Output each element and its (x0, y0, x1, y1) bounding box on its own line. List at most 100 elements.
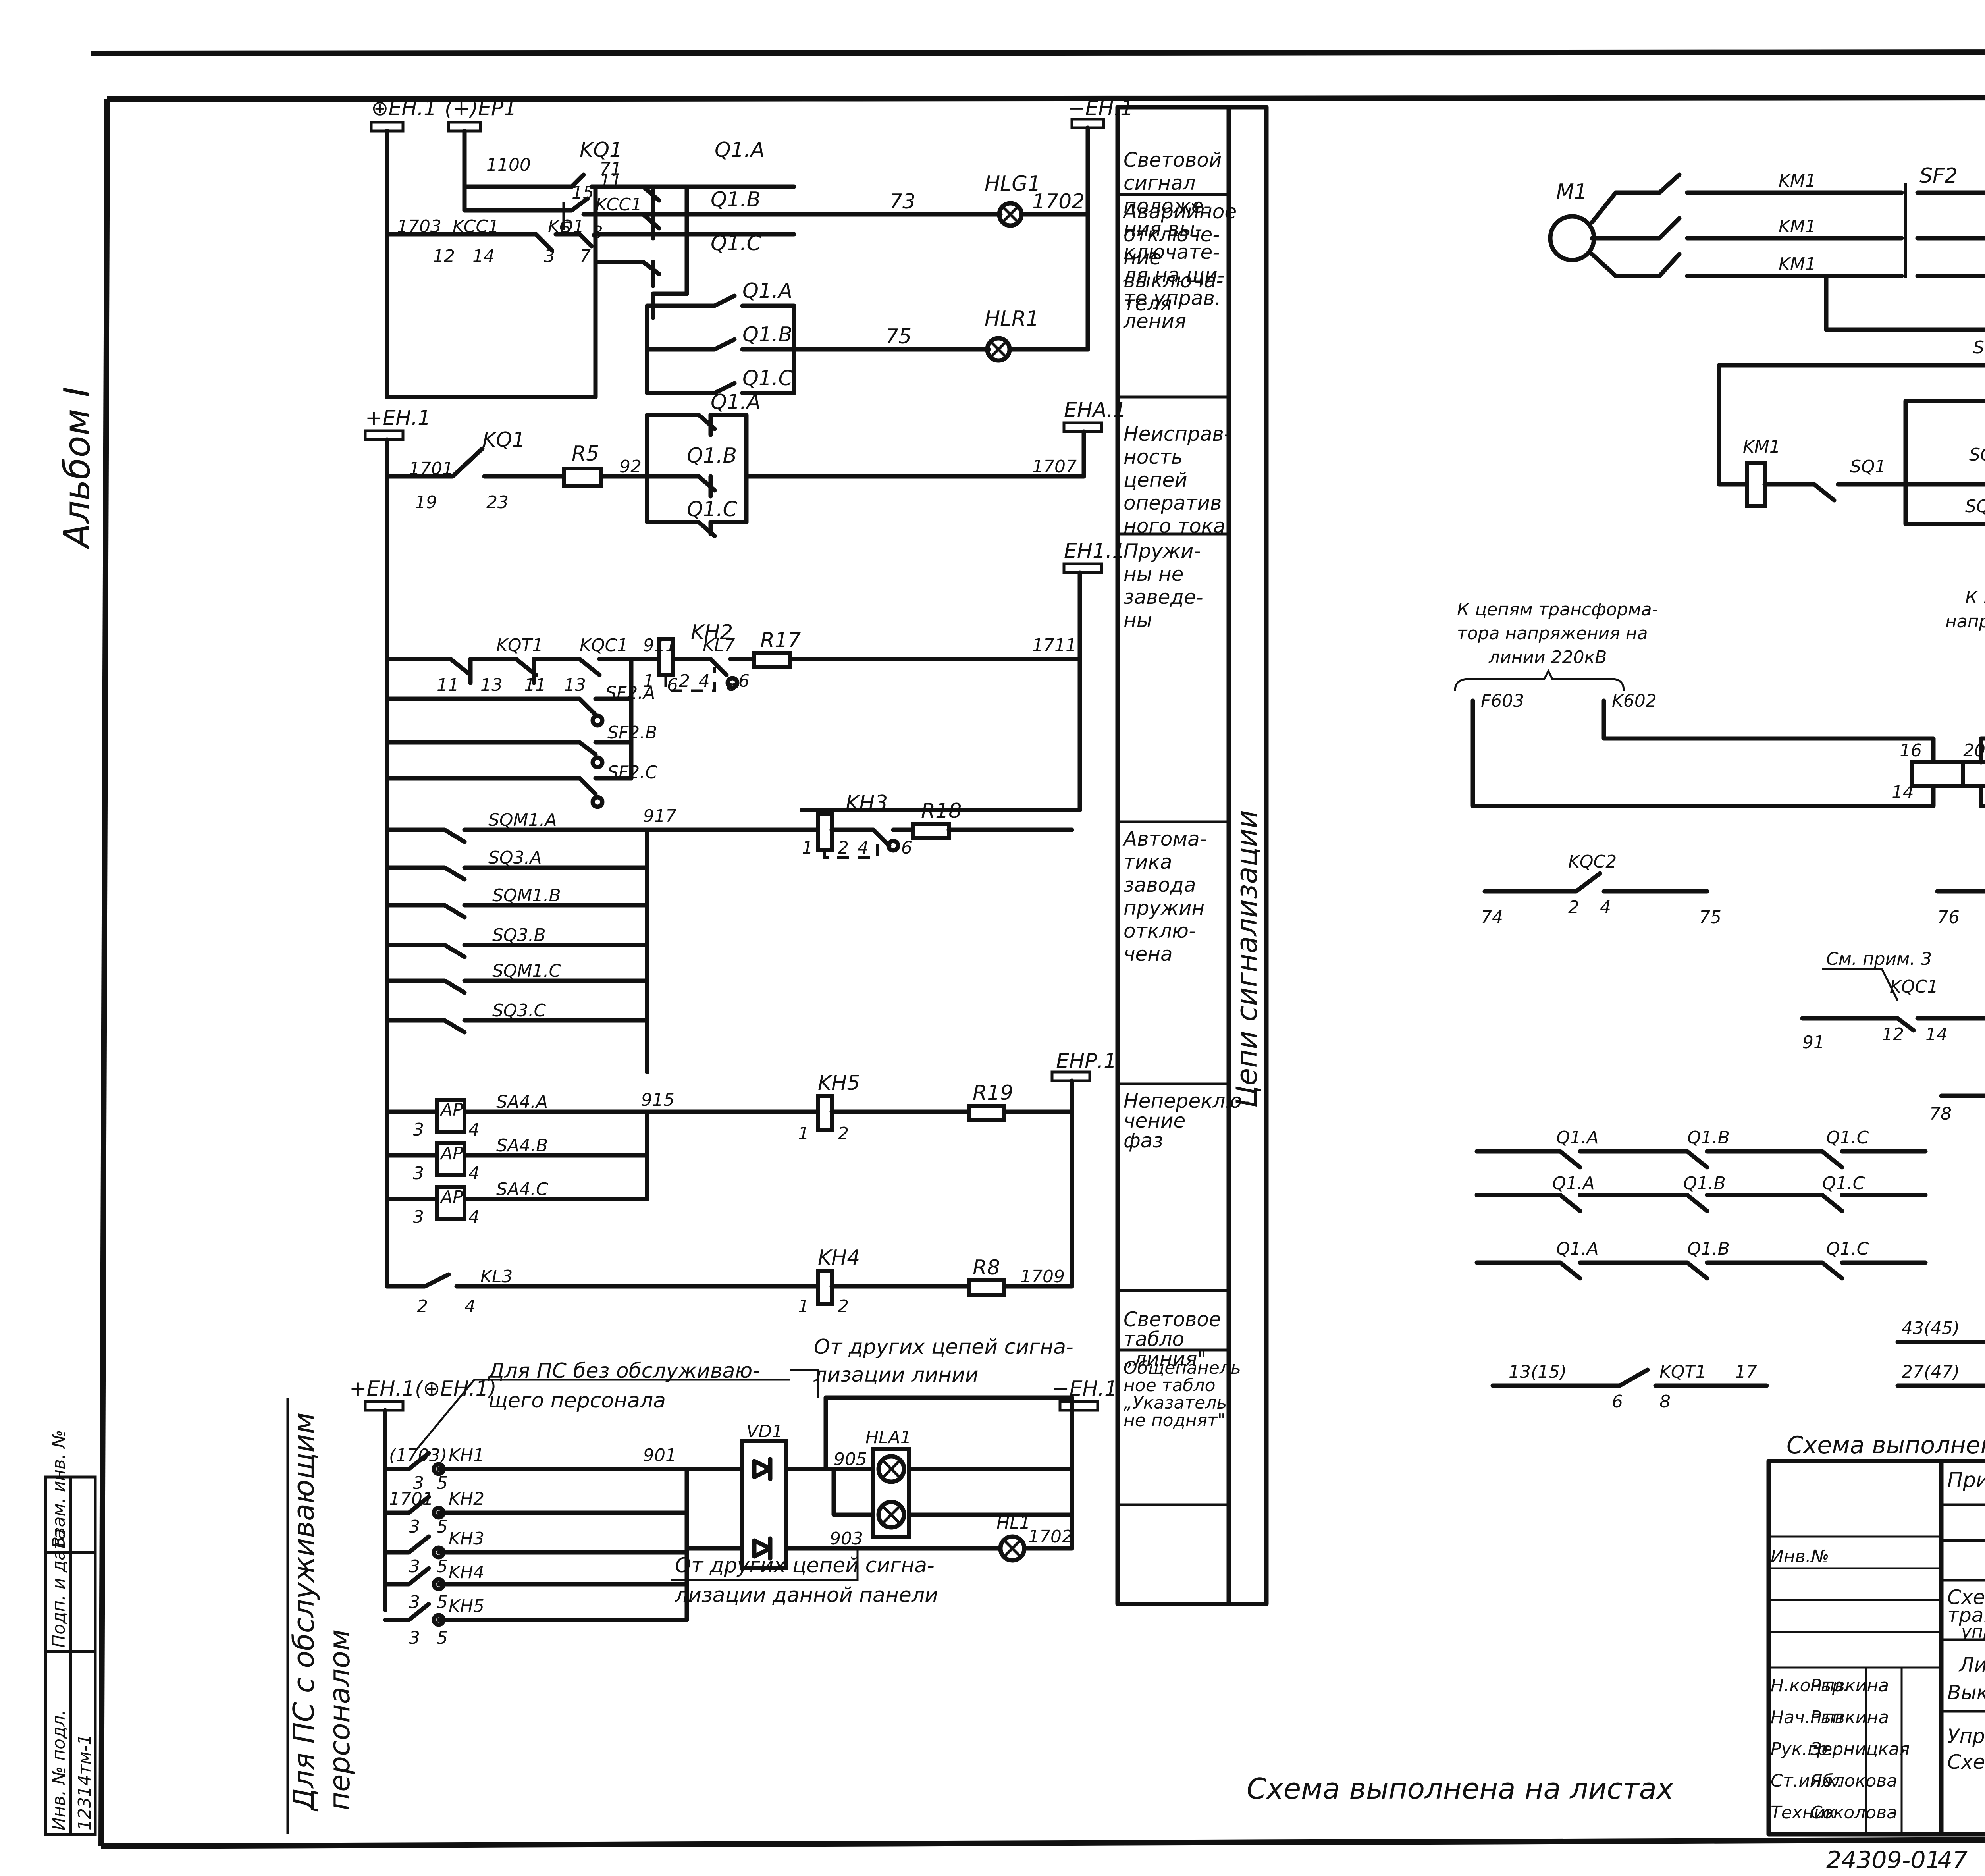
signal-label-row-0-line-3: ния вы- (1124, 218, 1202, 241)
label-kh3-6: 6 (901, 838, 912, 858)
label-kh2-6: 6 (738, 671, 750, 691)
signal-label-row-4-line-0: Автома- (1122, 827, 1207, 850)
label-1703-paren: (1703) (389, 1445, 447, 1465)
sheet-subtitle-1: Управление и автоматика (1947, 1725, 1985, 1748)
label-q1a-t1: Q1.A (1556, 1128, 1599, 1148)
label-43-45: 43(45) (1902, 1318, 1960, 1338)
label-q1b-t1: Q1.B (1687, 1128, 1730, 1148)
label-20: 20 (1963, 740, 1985, 761)
label-kh2-panel: KH2 (449, 1489, 484, 1509)
label-kh1-3: 3 (413, 1473, 424, 1493)
label-km1-a: KM1 (1779, 171, 1816, 191)
signal-label-row-1-line-3: выключа- (1124, 269, 1223, 292)
label-kh3-2: 2 (838, 838, 849, 858)
signal-label-row-7-line-0: Общепанель (1124, 1358, 1241, 1378)
label-vd1: VD1 (746, 1421, 783, 1442)
label-3: 3 (544, 246, 555, 266)
circuit-springs: SQM1.A SQ3.A SQM1.B SQ3.B SQM1.C SQ3.C 9… (385, 791, 1074, 1074)
label-sqm1: SQM1 (1965, 496, 1985, 517)
signal-label-row-0-line-7: ления (1123, 310, 1186, 333)
album-label: Альбом I (56, 387, 98, 550)
label-ap-b: AP (439, 1143, 463, 1164)
title-block: Схема выполнена на листах 38,39,40 Привя… (1766, 1431, 1985, 1874)
label-kh5-1: 1 (798, 1124, 809, 1144)
label-kh5-3: 3 (409, 1628, 420, 1648)
label-11b: 11 (524, 675, 546, 695)
label-kh4-3: 3 (409, 1592, 420, 1612)
label-sq1: SQ1 (1850, 457, 1886, 477)
label-kqc2: KQC2 (1568, 852, 1617, 872)
label-kl7: KL7 (703, 635, 735, 656)
frame-left (98, 99, 110, 1847)
label-kh5-5: 5 (437, 1628, 448, 1648)
signal-label-row-2-line-1: ность (1124, 445, 1183, 469)
signal-label-row-0-line-6: те управ. (1124, 287, 1221, 310)
note-no-staff-1: Для ПС без обслуживаю- (488, 1359, 760, 1383)
label-km1-c: KM1 (1779, 254, 1816, 274)
project-title-1: Схемы и НКУ управления и автоматики (1947, 1586, 1985, 1609)
role-name-1: Рывкина (1810, 1707, 1889, 1728)
label-1711: 1711 (1032, 635, 1077, 656)
label-kh2-4: 4 (699, 671, 710, 691)
stamp-cell-sign-date: Подп. и дата (49, 1529, 69, 1648)
label-kh4-panel: KH4 (449, 1562, 484, 1583)
label-1707: 1707 (1032, 457, 1077, 477)
signal-label-row-0-line-2: положе- (1124, 195, 1211, 218)
signal-label-row-6-line-2: „линия" (1124, 1348, 1206, 1371)
top-border-line (91, 49, 1985, 56)
footer-code: 24309-01 (1826, 1846, 1941, 1874)
label-kq1-b: KQ1 (548, 216, 584, 237)
label-kh3-5: 5 (437, 1556, 448, 1577)
label-sq3: SQ3 (1969, 445, 1985, 465)
label-sa4b: SA4.B (496, 1136, 548, 1156)
privyazan-label: Привязан: (1947, 1468, 1985, 1492)
label-hl1: HL1 (996, 1513, 1031, 1533)
circuit-contacts: KQC2 74 2 4 75 KL8 76 6 8 77 См. прим. 3… (1474, 852, 1985, 1412)
label-sqm1b: SQM1.B (492, 885, 561, 906)
label-q1a-t3: Q1.A (1556, 1239, 1599, 1259)
label-12t: 12 (1882, 1024, 1904, 1045)
label-12: 12 (433, 246, 455, 266)
label-q1b: Q1.B (711, 188, 761, 212)
label-kl3-4: 4 (464, 1296, 476, 1317)
voltage-note-left-2: тора напряжения на (1457, 623, 1648, 644)
signal-label-row-7-line-2: „Указатель (1124, 1393, 1227, 1413)
bus-plus-eh1: ⊕ЕН.1 (371, 96, 437, 120)
label-11a: 11 (437, 675, 459, 695)
label-kh4-1: 1 (798, 1296, 809, 1317)
signal-label-row-0-line-0: Световой (1124, 148, 1222, 172)
project-title-2: трансформаторов 110-220кВ для ПС с (1947, 1604, 1985, 1627)
signal-label-row-0-line-1: сигнал (1124, 172, 1196, 195)
label-kh4: KH4 (818, 1246, 860, 1270)
label-13b: 13 (564, 675, 586, 695)
label-1709: 1709 (1020, 1267, 1065, 1287)
label-q1c: Q1.C (711, 231, 761, 255)
label-sa4c-4: 4 (468, 1207, 480, 1227)
signal-label-row-3-line-1: ны не (1124, 563, 1184, 586)
label-sf2: SF2 (1919, 164, 1958, 188)
role-title-1: Нач.птп (1771, 1707, 1843, 1728)
signal-label-row-1-line-2: ние (1124, 246, 1162, 269)
label-ap-a: AP (439, 1100, 463, 1120)
label-q1b-em: Q1.B (687, 444, 737, 468)
signal-label-row-0-line-5: ля на щи- (1123, 264, 1225, 287)
label-r18: R18 (921, 799, 962, 823)
circuit-position-signal: ⊕ЕН.1 (+)ЕР1 −ЕН.1 KQ1 1100 15 11 KCC1 6… (370, 96, 1133, 399)
label-sq3c: SQ3.C (492, 1001, 546, 1021)
inv-no-label: Инв.№ (1771, 1546, 1829, 1567)
label-11: 11 (599, 171, 622, 191)
signal-label-row-2-line-0: Неисправ- (1124, 422, 1231, 445)
label-r17: R17 (760, 629, 801, 652)
circuit-spring-motor: M1 KM1 KM1 KM1 SF2 A B C К цепям пере- м… (1548, 164, 1985, 526)
bus-eh11: ЕН1.1 (1064, 539, 1125, 563)
label-13a: 13 (480, 675, 503, 695)
label-903: 903 (830, 1529, 863, 1549)
label-q1a-t2: Q1.A (1552, 1173, 1595, 1193)
label-k602: K602 (1612, 691, 1657, 711)
signal-label-row-5-line-0: Непереклю- (1124, 1089, 1249, 1112)
label-8: 8 (592, 222, 603, 243)
signal-label-row-3-line-2: заведе- (1124, 586, 1203, 609)
label-sa4c-3: 3 (413, 1207, 424, 1227)
signal-label-row-1-line-1: отключе- (1124, 223, 1220, 246)
signal-label-row-2-line-3: оператив (1124, 492, 1222, 515)
